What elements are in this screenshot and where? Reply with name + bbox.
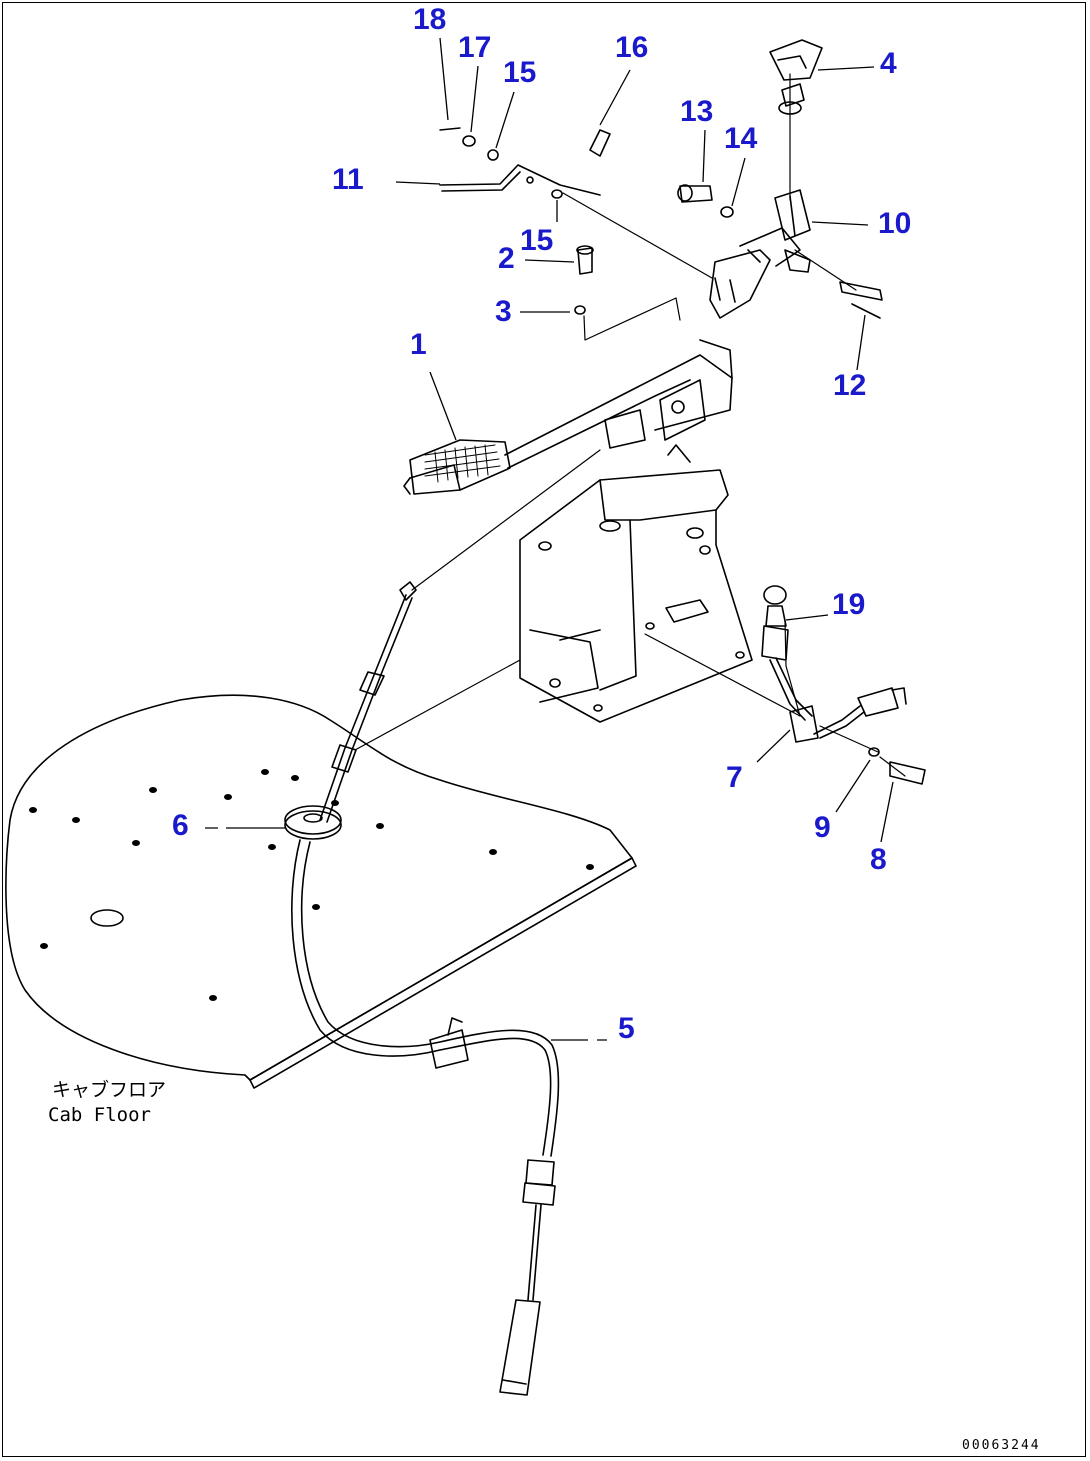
callout-15: 15: [503, 56, 537, 89]
callout-13: 13: [680, 95, 714, 128]
callout-6: 6: [172, 809, 189, 842]
callout-18: 18: [413, 3, 447, 36]
callout-10: 10: [878, 207, 912, 240]
callout-2: 2: [498, 242, 515, 275]
callout-1: 1: [410, 328, 427, 361]
lever-knob: [769, 39, 823, 115]
callout-15-lower: 15: [520, 224, 554, 257]
callout-11: 11: [332, 163, 364, 196]
brake-cable: [291, 581, 560, 1396]
callout-16: 16: [615, 31, 649, 64]
callout-8: 8: [870, 843, 887, 876]
callout-19: 19: [832, 588, 866, 621]
callout-14: 14: [724, 122, 758, 155]
callout-4: 4: [880, 47, 897, 80]
brake-lever: [403, 339, 733, 495]
floor-label-japanese: キャブフロア: [52, 1079, 167, 1101]
callout-7: 7: [726, 761, 743, 794]
callout-5: 5: [618, 1012, 635, 1045]
document-code: 00063244: [962, 1438, 1041, 1453]
warning-switch: [761, 585, 926, 785]
switch-assembly: [709, 189, 811, 319]
small-hardware: [439, 127, 883, 319]
lever-bracket: [519, 444, 753, 723]
callout-12: 12: [833, 369, 867, 402]
floor-label-english: Cab Floor: [48, 1104, 151, 1126]
callout-3: 3: [495, 295, 512, 328]
grommet: [284, 805, 342, 840]
callout-17: 17: [458, 31, 492, 64]
cab-floor-plate: [5, 694, 637, 1089]
callout-9: 9: [814, 811, 831, 844]
link-rod: [439, 164, 601, 196]
